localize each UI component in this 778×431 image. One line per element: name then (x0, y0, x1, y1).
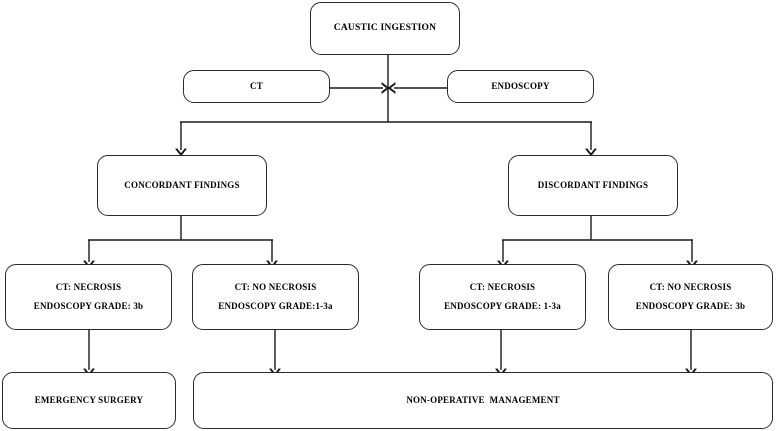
node-label: CONCORDANT FINDINGS (124, 179, 240, 190)
node-label-line1: CT: NO NECROSIS (649, 282, 732, 293)
node-label-line2: ENDOSCOPY GRADE: 3b (635, 300, 746, 311)
node-endoscopy[interactable]: ENDOSCOPY (447, 70, 594, 103)
node-non-operative-management[interactable]: NON-OPERATIVE MANAGEMENT (193, 372, 773, 429)
node-label-line1: CT: NECROSIS (469, 282, 536, 293)
node-label-line1: CT: NO NECROSIS (234, 282, 317, 293)
node-concordant-necrosis[interactable]: CT: NECROSIS ENDOSCOPY GRADE: 3b (5, 264, 172, 330)
node-label: CAUSTIC INGESTION (333, 22, 437, 33)
node-concordant-findings[interactable]: CONCORDANT FINDINGS (97, 155, 267, 216)
node-concordant-no-necrosis[interactable]: CT: NO NECROSIS ENDOSCOPY GRADE:1-3a (192, 264, 359, 330)
node-discordant-necrosis[interactable]: CT: NECROSIS ENDOSCOPY GRADE: 1-3a (419, 264, 586, 330)
node-label: ENDOSCOPY (491, 80, 550, 91)
node-label-line1: CT: NECROSIS (55, 282, 122, 293)
connector-trunk-split (180, 121, 592, 150)
node-label-line2: ENDOSCOPY GRADE: 1-3a (444, 300, 561, 311)
connector-concordant-split (88, 216, 273, 262)
node-caustic-ingestion[interactable]: CAUSTIC INGESTION (310, 2, 460, 55)
node-label: EMERGENCY SURGERY (34, 394, 144, 405)
node-label: NON-OPERATIVE MANAGEMENT (406, 394, 560, 405)
node-ct[interactable]: CT (183, 70, 330, 103)
node-label: CT (250, 80, 263, 91)
connector-discordant-split (502, 216, 693, 262)
node-discordant-findings[interactable]: DISCORDANT FINDINGS (508, 155, 678, 216)
node-discordant-no-necrosis[interactable]: CT: NO NECROSIS ENDOSCOPY GRADE: 3b (608, 264, 773, 330)
node-emergency-surgery[interactable]: EMERGENCY SURGERY (2, 372, 176, 429)
node-label: DISCORDANT FINDINGS (537, 179, 649, 190)
node-label-line2: ENDOSCOPY GRADE:1-3a (218, 300, 333, 311)
node-label-line2: ENDOSCOPY GRADE: 3b (33, 300, 144, 311)
